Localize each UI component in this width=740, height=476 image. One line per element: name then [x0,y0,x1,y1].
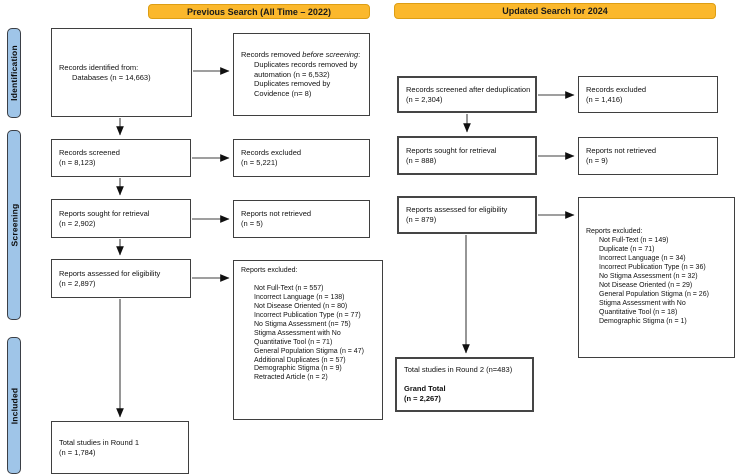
box-line: Grand Total [404,384,446,394]
box-line: No Stigma Assessment (n= 75) [254,320,351,328]
box-reports-sought-r1: Reports sought for retrieval(n = 2,902) [51,199,191,238]
box-line: Reports not retrieved [586,146,657,156]
box-reports-assessed-r1: Reports assessed for eligibility(n = 2,8… [51,259,191,298]
box-line: Reports assessed for eligibility [59,268,161,278]
box-records-screened-r1: Records screened(n = 8,123) [51,139,191,177]
box-line: (n = 8,123) [59,158,96,167]
box-reports-sought-r2: Reports sought for retrieval(n = 888) [397,136,537,175]
box-line: Total studies in Round 1 [59,437,140,447]
box-line: Reports assessed for eligibility [406,205,508,215]
box-reports-assessed-r2: Reports assessed for eligibility(n = 879… [397,196,537,234]
box-line: No Stigma Assessment (n = 32) [599,273,698,281]
box-line: Records excluded [586,84,647,94]
sidebar-label-included: Included [7,337,21,474]
box-line: Stigma Assessment with No [599,299,686,307]
box-reports-not-retrieved-r1: Reports not retrieved(n = 5) [233,200,370,238]
box-line: (n = 1,784) [59,447,96,457]
box-line: (n = 2,897) [59,278,96,288]
box-line: (n = 9) [586,156,608,165]
box-line: Reports sought for retrieval [406,145,497,155]
header-previous-search: Previous Search (All Time – 2022) [148,4,370,19]
sidebar-label-screening: Screening [7,130,21,320]
box-line: Not Disease Oriented (n = 29) [599,281,693,289]
box-line: (n = 5,221) [241,158,278,167]
box-line: Records excluded [241,148,302,158]
box-line: (n = 2,304) [406,94,443,104]
box-line: Records screened after deduplication [406,84,531,94]
box-line: Duplicates removed by [254,79,331,89]
box-reports-excluded-r2: Reports excluded:Not Full-Text (n = 149)… [578,197,735,358]
box-total-round2-grand-total: Total studies in Round 2 (n=483) Grand To… [395,357,534,412]
box-total-round1: Total studies in Round 1(n = 1,784) [51,421,189,474]
box-line: Covidence (n= 8) [254,89,312,99]
box-line: General Population Stigma (n = 47) [254,347,364,355]
box-line: (n = 2,902) [59,218,96,228]
box-line [404,375,528,385]
box-line: Retracted Article (n = 2) [254,374,328,382]
box-line: Demographic Stigma (n = 1) [599,317,687,325]
box-line: (n = 2,267) [404,394,441,404]
box-line: Records identified from: [59,62,139,72]
box-line: Records removed before screening: [241,49,361,59]
box-line [241,276,378,285]
box-line: Records screened [59,148,120,158]
box-records-removed: Records removed before screening:Duplica… [233,33,370,116]
box-line: Duplicate (n = 71) [599,246,655,254]
box-records-excluded-r1: Records excluded(n = 5,221) [233,139,370,177]
box-line: Incorrect Publication Type (n = 77) [254,311,361,319]
box-line: (n = 1,416) [586,94,623,104]
box-line: (n = 879) [406,215,437,224]
box-line: Not Disease Oriented (n = 80) [254,302,348,310]
box-line: Incorrect Language (n = 34) [599,255,686,263]
box-line: Additional Duplicates (n = 57) [254,356,346,364]
box-line: (n = 888) [406,155,437,165]
box-line: Incorrect Language (n = 138) [254,293,345,301]
box-line: General Population Stigma (n = 26) [599,290,709,298]
box-records-identified: Records identified from:Databases (n = 1… [51,28,192,117]
box-line: Incorrect Publication Type (n = 36) [599,264,706,272]
box-line: Quantitative Tool (n = 71) [254,338,333,346]
box-records-excluded-r2: Records excluded(n = 1,416) [578,76,718,113]
box-line: Reports excluded: [586,228,643,236]
box-records-screened-dedup: Records screened after deduplication(n =… [397,76,537,113]
box-line: Reports excluded: [241,267,298,274]
box-line: Quantitative Tool (n = 18) [599,308,678,316]
box-line: Not Full-Text (n = 557) [254,284,324,292]
sidebar-label-identification-text: Identification [9,45,20,101]
box-reports-excluded-r1: Reports excluded: Not Full-Text (n = 557)… [233,260,383,420]
box-line: Demographic Stigma (n = 9) [254,365,342,373]
header-updated-search: Updated Search for 2024 [394,3,716,19]
box-line: Reports sought for retrieval [59,208,150,218]
sidebar-label-screening-text: Screening [9,203,19,247]
box-line: Not Full-Text (n = 149) [599,237,669,245]
box-line: (n = 5) [241,219,263,228]
box-line: Duplicates records removed by [254,59,358,69]
sidebar-label-identification: Identification [7,28,21,118]
sidebar-label-included-text: Included [9,387,20,424]
box-line: automation (n = 6,532) [254,69,330,79]
box-line: Reports not retrieved [241,209,312,219]
box-reports-not-retrieved-r2: Reports not retrieved(n = 9) [578,137,718,175]
box-line: Stigma Assessment with No [254,329,341,337]
box-line: Databases (n = 14,663) [72,72,151,82]
box-line: Total studies in Round 2 (n=483) [404,364,513,374]
